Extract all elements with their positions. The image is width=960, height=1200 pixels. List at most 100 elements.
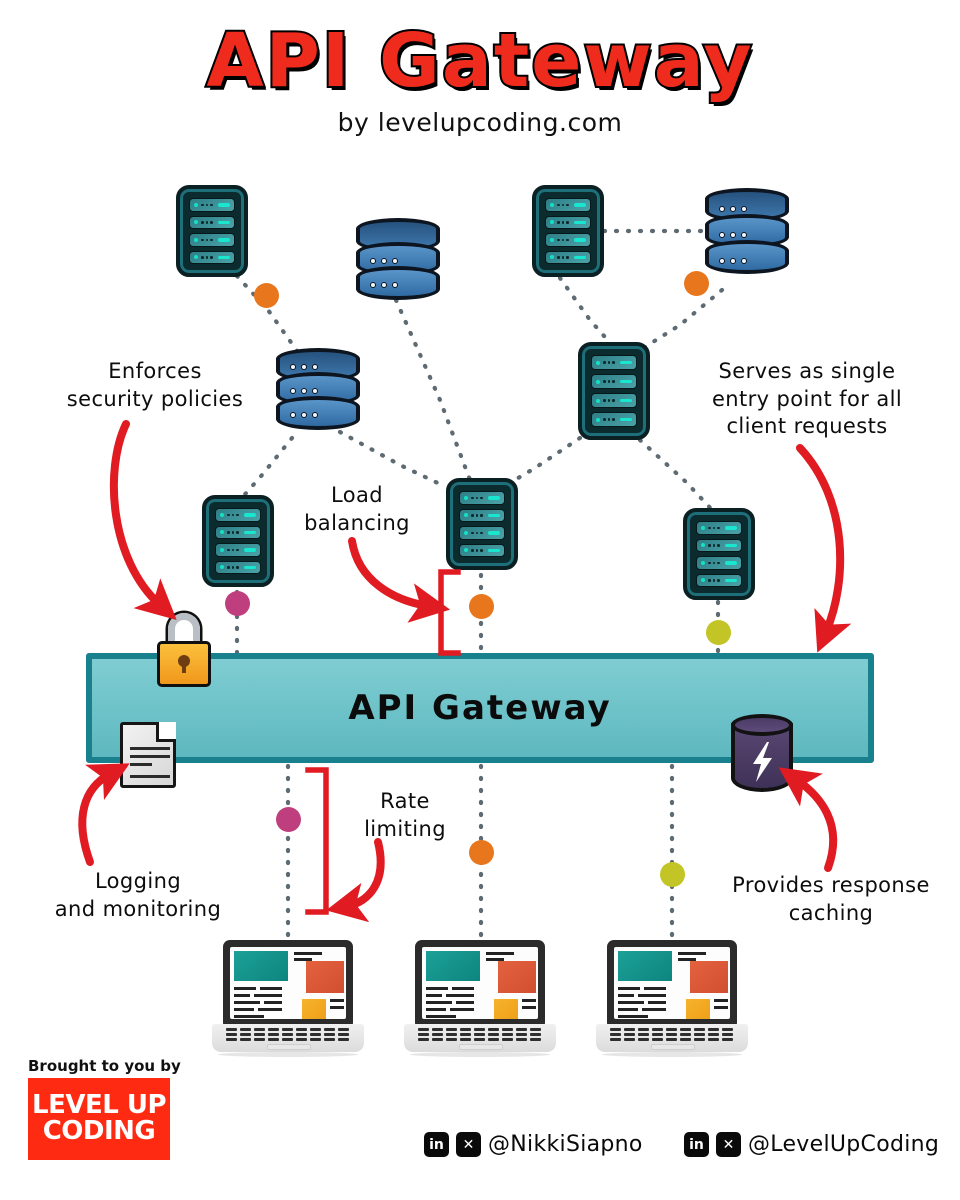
laptop-base bbox=[404, 1024, 556, 1052]
server-right bbox=[683, 508, 755, 600]
laptop-trackpad bbox=[267, 1044, 311, 1050]
laptop-screen bbox=[614, 947, 730, 1019]
link-db-topright-to-server-midright bbox=[642, 287, 725, 350]
laptop-lid bbox=[415, 940, 545, 1026]
social-handle: @LevelUpCoding bbox=[748, 1132, 940, 1157]
laptop-screen bbox=[230, 947, 346, 1019]
annotation-loadbalancing: Load balancing bbox=[304, 483, 410, 535]
server-slot bbox=[215, 508, 261, 522]
linkedin-icon[interactable]: in bbox=[684, 1132, 709, 1157]
server-slot bbox=[215, 560, 261, 574]
linkedin-icon[interactable]: in bbox=[424, 1132, 449, 1157]
link-dot-pink-client1 bbox=[276, 807, 301, 832]
client-laptop-2 bbox=[404, 940, 556, 1060]
server-slot bbox=[459, 491, 505, 505]
lock-icon bbox=[157, 613, 211, 687]
laptop-keyboard bbox=[418, 1028, 542, 1043]
lightning-bolt-icon bbox=[753, 742, 772, 782]
link-db-midleft-to-server-left bbox=[237, 435, 295, 503]
server-slot bbox=[696, 573, 742, 587]
link-dot-orange-client2 bbox=[469, 840, 494, 865]
server-slot bbox=[215, 543, 261, 557]
server-slot bbox=[545, 250, 591, 264]
brought-to-you-by-label: Brought to you by bbox=[28, 1057, 181, 1075]
laptop-trackpad bbox=[459, 1044, 503, 1050]
x-twitter-icon[interactable]: ✕ bbox=[716, 1132, 741, 1157]
server-slot bbox=[459, 508, 505, 522]
social-handle: @NikkiSiapno bbox=[488, 1132, 643, 1157]
server-slot bbox=[189, 250, 235, 264]
link-dot-olive-right bbox=[706, 620, 731, 645]
laptop-screen bbox=[422, 947, 538, 1019]
annotation-caching: Provides response caching bbox=[732, 873, 930, 925]
server-slot bbox=[696, 521, 742, 535]
server-slot bbox=[459, 526, 505, 540]
levelupcoding-logo: LEVEL UP CODING bbox=[28, 1078, 170, 1160]
server-slot bbox=[591, 412, 637, 427]
link-dot-orange-topleft bbox=[254, 283, 279, 308]
laptop-base bbox=[212, 1024, 364, 1052]
link-db-topcenter-to-server-center bbox=[393, 297, 473, 483]
laptop-keyboard bbox=[610, 1028, 734, 1043]
arrow-loadbalancing bbox=[348, 537, 451, 623]
database-top-center bbox=[356, 218, 440, 308]
laptop-keyboard bbox=[226, 1028, 350, 1043]
server-slot bbox=[591, 393, 637, 408]
annotation-ratelimiting: Rate limiting bbox=[364, 789, 446, 841]
api-gateway-bar: API Gateway bbox=[86, 653, 874, 763]
database-top-right bbox=[705, 188, 789, 290]
laptop-shadow bbox=[602, 1052, 742, 1057]
server-slot bbox=[591, 374, 637, 389]
laptop-shadow bbox=[218, 1052, 358, 1057]
link-dot-orange-center bbox=[469, 594, 494, 619]
link-dot-orange-topright bbox=[684, 271, 709, 296]
laptop-lid bbox=[607, 940, 737, 1026]
link-dot-olive-client3 bbox=[660, 862, 685, 887]
logo-line-2: CODING bbox=[42, 1116, 156, 1146]
social-nikkisiapno: in ✕ @NikkiSiapno bbox=[424, 1132, 643, 1157]
link-db-midleft-to-server-center bbox=[337, 429, 447, 489]
arrow-ratelimiting bbox=[326, 838, 385, 923]
bracket-ratelimiting bbox=[305, 767, 329, 915]
bracket-loadbalancing bbox=[438, 569, 461, 656]
server-slot bbox=[591, 355, 637, 370]
server-slot bbox=[459, 543, 505, 557]
server-left bbox=[202, 495, 274, 587]
server-slot bbox=[545, 215, 591, 229]
client-laptop-3 bbox=[596, 940, 748, 1060]
social-levelupcoding: in ✕ @LevelUpCoding bbox=[684, 1132, 939, 1157]
link-server-topleft-to-db bbox=[234, 273, 303, 358]
link-server-midright-to-server-right bbox=[637, 437, 717, 515]
server-center bbox=[446, 478, 518, 570]
api-gateway-label: API Gateway bbox=[348, 688, 612, 728]
page-title: API Gateway bbox=[204, 16, 754, 106]
arrow-security-to-lock bbox=[109, 420, 177, 621]
server-top-right bbox=[532, 185, 604, 277]
server-mid-right bbox=[578, 342, 650, 440]
arrow-logging-to-document bbox=[78, 763, 130, 866]
cache-cylinder-icon bbox=[731, 714, 793, 792]
link-server-midright-to-server-center bbox=[505, 435, 583, 487]
server-slot bbox=[696, 538, 742, 552]
page-subtitle: by levelupcoding.com bbox=[337, 108, 623, 137]
database-mid-left bbox=[276, 348, 360, 442]
annotation-entrypoint: Serves as single entry point for all cli… bbox=[711, 359, 903, 439]
logo-line-1: LEVEL UP bbox=[32, 1090, 167, 1121]
server-slot bbox=[545, 233, 591, 247]
link-dot-pink-left bbox=[225, 591, 250, 616]
laptop-base bbox=[596, 1024, 748, 1052]
server-slot bbox=[189, 233, 235, 247]
laptop-trackpad bbox=[651, 1044, 695, 1050]
link-server-topright-to-server-midright bbox=[557, 275, 615, 348]
client-laptop-1 bbox=[212, 940, 364, 1060]
annotation-security: Enforces security policies bbox=[66, 359, 244, 411]
server-slot bbox=[215, 525, 261, 539]
arrow-caching-to-cache bbox=[778, 767, 838, 872]
x-twitter-icon[interactable]: ✕ bbox=[456, 1132, 481, 1157]
server-slot bbox=[696, 556, 742, 570]
server-slot bbox=[545, 198, 591, 212]
laptop-shadow bbox=[410, 1052, 550, 1057]
server-top-left bbox=[176, 185, 248, 277]
